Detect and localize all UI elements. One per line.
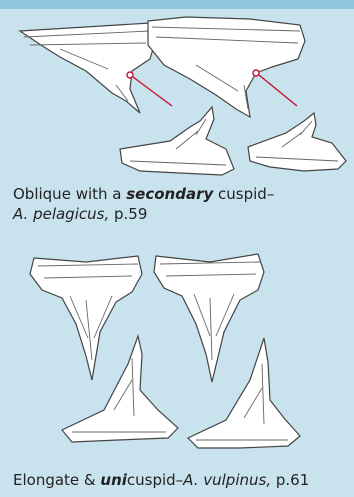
top-color-bar: [0, 0, 354, 9]
caption-oblique: Oblique with a secondary cuspid– A. pela…: [13, 184, 274, 224]
tooth-lower-left-elongate: [62, 336, 178, 442]
elongate-teeth-illustration: [0, 240, 354, 460]
caption-elongate: Elongate & unicuspid–A. vulpinus, p.61: [13, 470, 309, 490]
tooth-upper-right: [148, 17, 305, 117]
caption-lead: Oblique with a: [13, 185, 126, 203]
caption-term: uni: [100, 471, 127, 489]
tooth-lower-right: [248, 113, 346, 171]
tooth-lower-right-elongate: [188, 338, 300, 448]
caption-species: A. vulpinus,: [183, 471, 271, 489]
tooth-triangle-upper-left: [30, 256, 142, 380]
tooth-lower-left: [120, 107, 234, 175]
caption-page: p.59: [109, 205, 147, 223]
caption-middle: cuspid–: [213, 185, 274, 203]
secondary-cuspid-pointer-right: [253, 70, 297, 106]
oblique-teeth-illustration: [0, 9, 354, 177]
caption-middle: cuspid–: [127, 471, 183, 489]
tooth-upper-left: [20, 23, 156, 113]
tooth-triangle-upper-right: [154, 254, 264, 382]
caption-page: p.61: [271, 471, 309, 489]
caption-species: A. pelagicus,: [13, 205, 109, 223]
caption-term: secondary: [126, 185, 213, 203]
caption-lead: Elongate &: [13, 471, 100, 489]
